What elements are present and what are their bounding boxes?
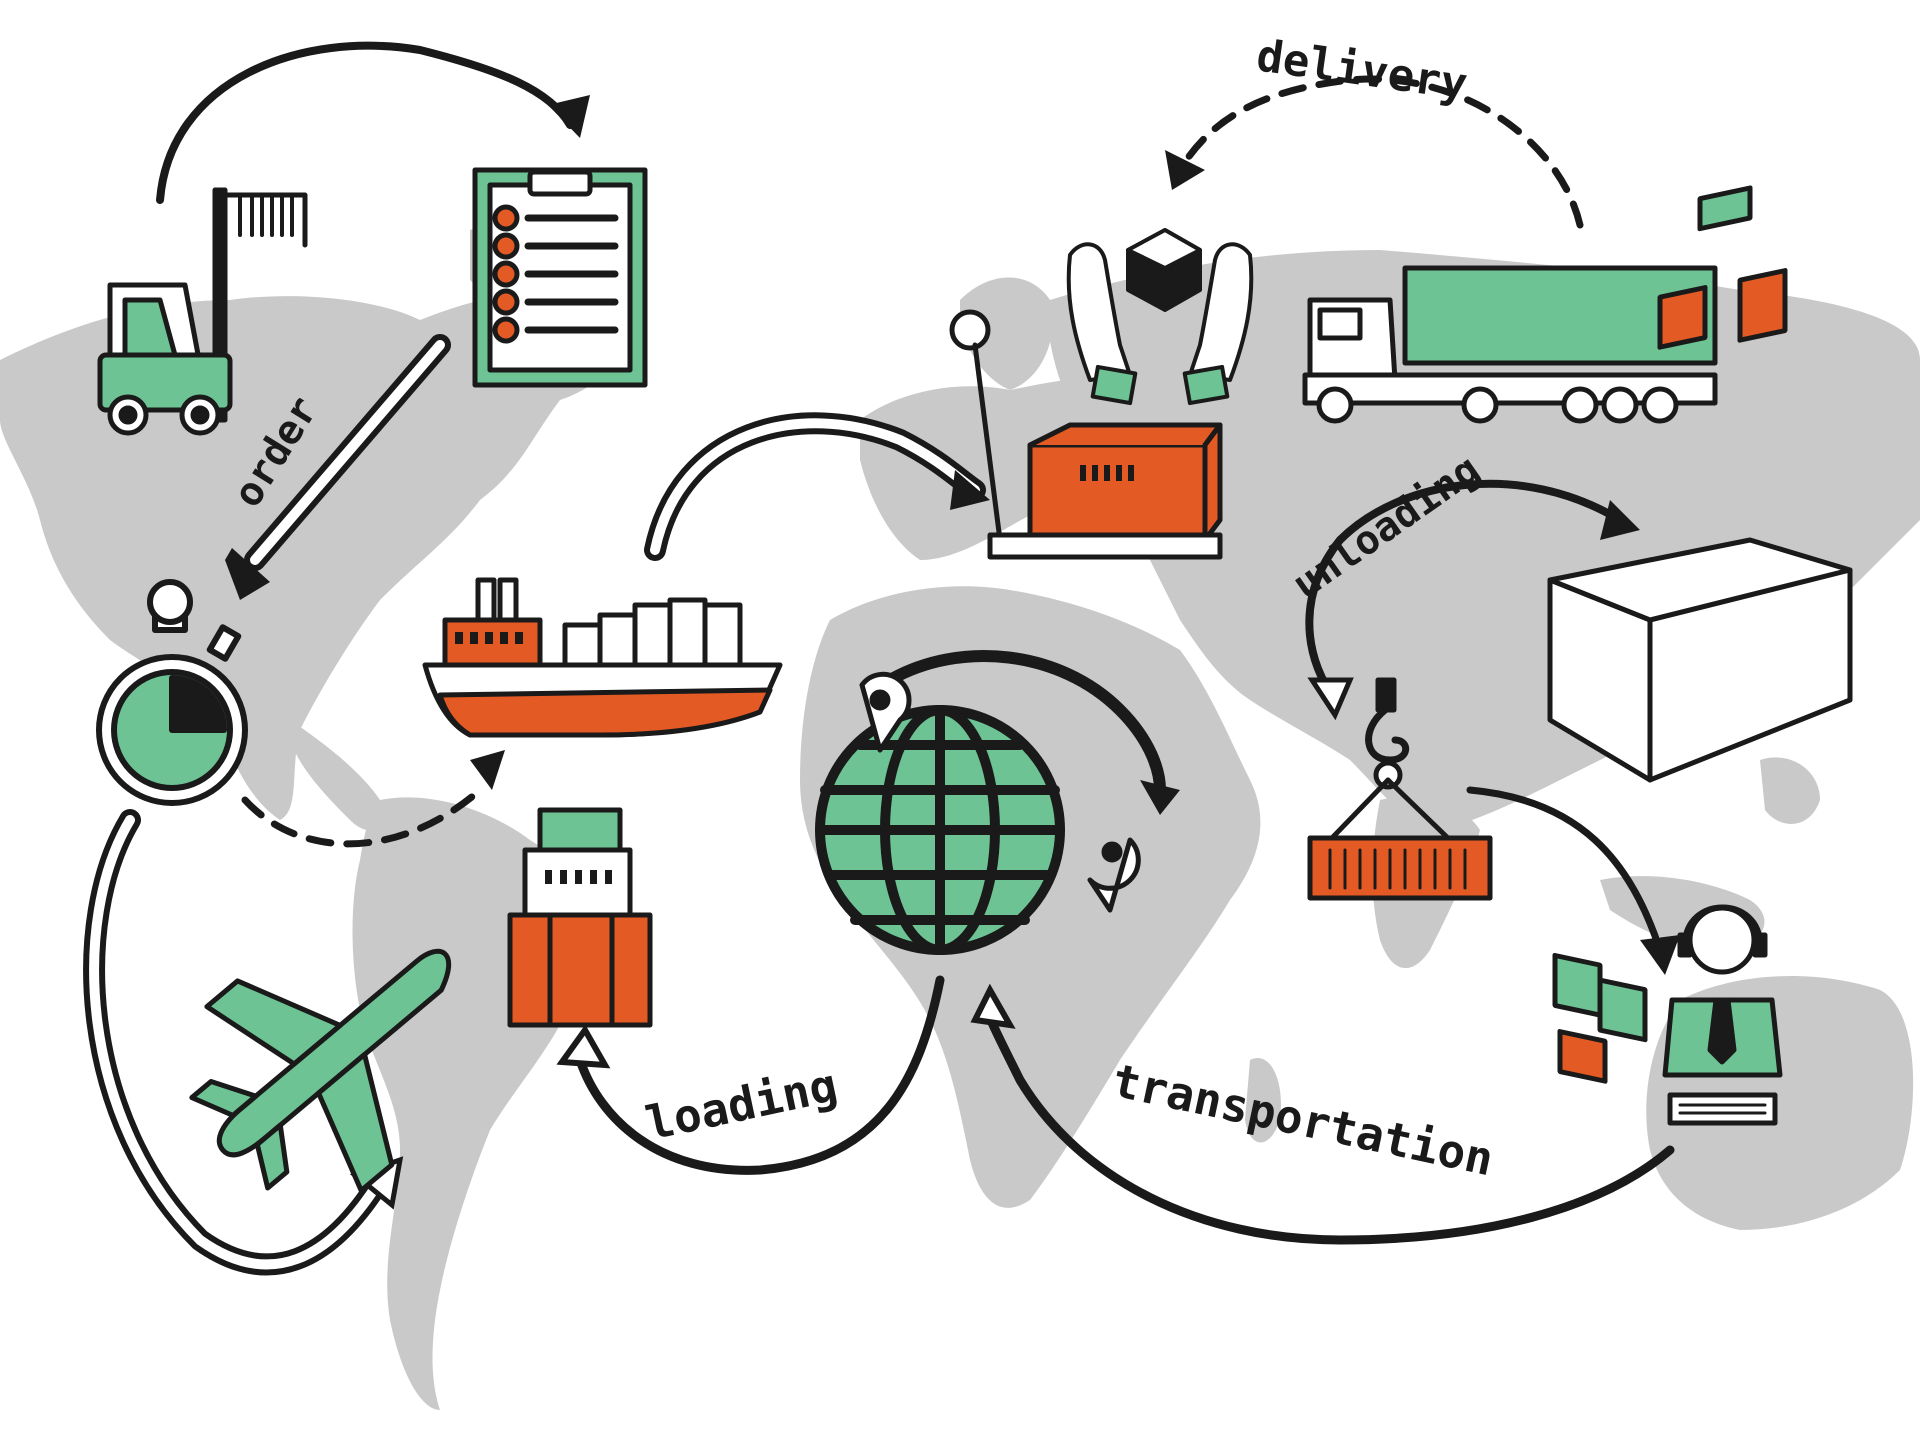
hands-box-icon	[1066, 228, 1254, 406]
airplane-icon	[189, 948, 452, 1193]
arrow-unloading	[1305, 479, 1624, 704]
package-stack-icon	[507, 807, 653, 1028]
forklift-icon	[97, 187, 308, 436]
arrow-head	[950, 470, 990, 510]
arrow-head	[1140, 780, 1180, 815]
crane-hook-container-icon	[1307, 677, 1493, 901]
arrow-head	[1640, 935, 1680, 975]
globe-icon	[815, 671, 1141, 955]
operator-headset-icon	[1662, 904, 1783, 1126]
arrow-loading	[575, 975, 945, 1175]
truck-icon	[1302, 265, 1718, 424]
stopwatch-icon	[96, 579, 248, 806]
clipboard-checklist-icon	[472, 167, 648, 388]
arrow-head	[225, 548, 270, 600]
arrow-order-inner	[250, 340, 445, 565]
arrow-head	[556, 1024, 611, 1069]
arrow-head	[548, 95, 590, 138]
arrow-stopwatch-to-plane-inner	[89, 815, 385, 1270]
arrow-head	[970, 983, 1016, 1029]
arrow-stopwatch-to-ship	[241, 786, 484, 848]
arrow-transportation	[980, 1000, 1675, 1245]
container-stack-icon	[1547, 185, 1853, 1084]
flow-arrows	[83, 41, 1680, 1276]
arrow-head	[1307, 677, 1354, 721]
arrow-crane-to-operator	[1466, 786, 1664, 954]
arrow-ship-to-pallet-inner	[650, 418, 980, 555]
arrow-globe-top	[884, 650, 1166, 796]
cargo-ship-icon	[422, 577, 783, 738]
arrow-head	[1600, 500, 1640, 540]
arrow-head	[1165, 150, 1205, 190]
label-delivery: delivery	[1253, 30, 1470, 110]
arrow-delivery	[1176, 75, 1584, 229]
arrow-forklift-to-clipboard	[156, 41, 574, 204]
label-transportation: transportation	[1108, 1053, 1498, 1186]
pallet-jack-icon	[949, 309, 1223, 560]
arrow-head	[470, 750, 505, 790]
label-loading: loading	[641, 1058, 842, 1151]
